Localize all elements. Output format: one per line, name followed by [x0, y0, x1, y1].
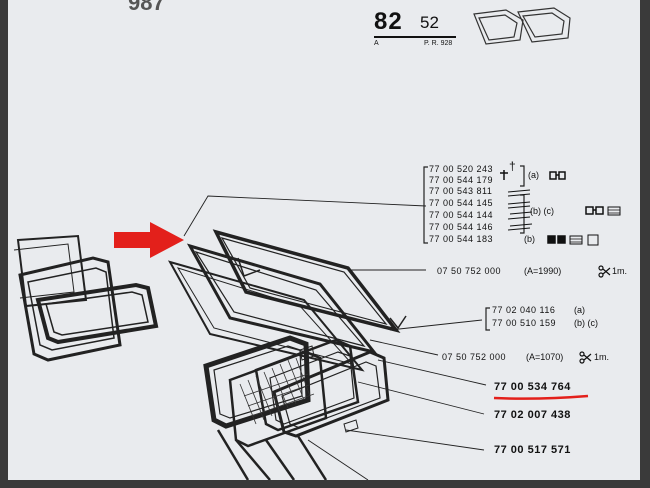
- part-number-4-highlighted: 77 00 534 764: [494, 381, 571, 393]
- part-number-6: 77 00 517 571: [494, 444, 571, 456]
- corner-fragment: 987: [128, 0, 165, 15]
- bracket-note-a: (a): [528, 170, 539, 180]
- page-number: 82: [374, 8, 403, 35]
- bottom-frame-fragments: [216, 429, 328, 480]
- part-number-3: 07 50 752 000: [442, 352, 507, 362]
- bracket-note-b: (b): [524, 234, 535, 244]
- bracket-part-6: 77 00 544 183: [429, 234, 494, 244]
- highlight-underline: [493, 394, 589, 400]
- exploded-diagram: [13, 7, 621, 480]
- part-number-2: 77 00 510 159: [492, 318, 557, 328]
- scissors-icon: [598, 265, 611, 278]
- bracket-part-5: 77 00 544 146: [429, 222, 494, 232]
- part-note-2: (b) (c): [574, 318, 598, 328]
- windshield-frames: [167, 229, 407, 372]
- part-suffix-0: 1m.: [612, 266, 628, 276]
- header-underline: [374, 36, 456, 38]
- small-window-frames: [203, 335, 390, 448]
- part-number-1: 77 02 040 116: [492, 305, 556, 315]
- bracket-part-3: 77 00 544 145: [429, 198, 494, 208]
- glass-hatching: [239, 357, 315, 425]
- option-glyphs: [500, 170, 621, 246]
- bracket-part-0-mark: †: [509, 159, 516, 173]
- part-suffix-3: 1m.: [594, 352, 610, 362]
- header-thumbnail-icon: [473, 7, 571, 45]
- leader-lines: [183, 195, 487, 480]
- scissors-icon-2: [579, 351, 592, 364]
- bracket-part-1: 77 00 544 179: [429, 175, 494, 185]
- pr-label: P. R. 928: [424, 40, 453, 47]
- page-sub-number: 52: [420, 13, 439, 32]
- red-arrow-icon: [114, 222, 184, 258]
- left-window-frames: [13, 234, 159, 362]
- catalog-page: 987 82 52 A P. R. 928: [8, 0, 640, 480]
- bracket-part-0: 77 00 520 243: [429, 164, 494, 174]
- bracket-part-2: 77 00 543 811: [429, 186, 493, 196]
- part-note-1: (a): [574, 305, 585, 315]
- strike-marks: [507, 189, 533, 231]
- part-note-3: (A=1070): [526, 352, 564, 362]
- part-note-0: (A=1990): [524, 266, 562, 276]
- variant-label: A: [374, 40, 379, 47]
- part-number-0: 07 50 752 000: [437, 266, 502, 276]
- bracket-note-bc: (b) (c): [530, 206, 554, 216]
- part-number-5: 77 02 007 438: [494, 409, 571, 421]
- bracket-part-4: 77 00 544 144: [429, 210, 494, 220]
